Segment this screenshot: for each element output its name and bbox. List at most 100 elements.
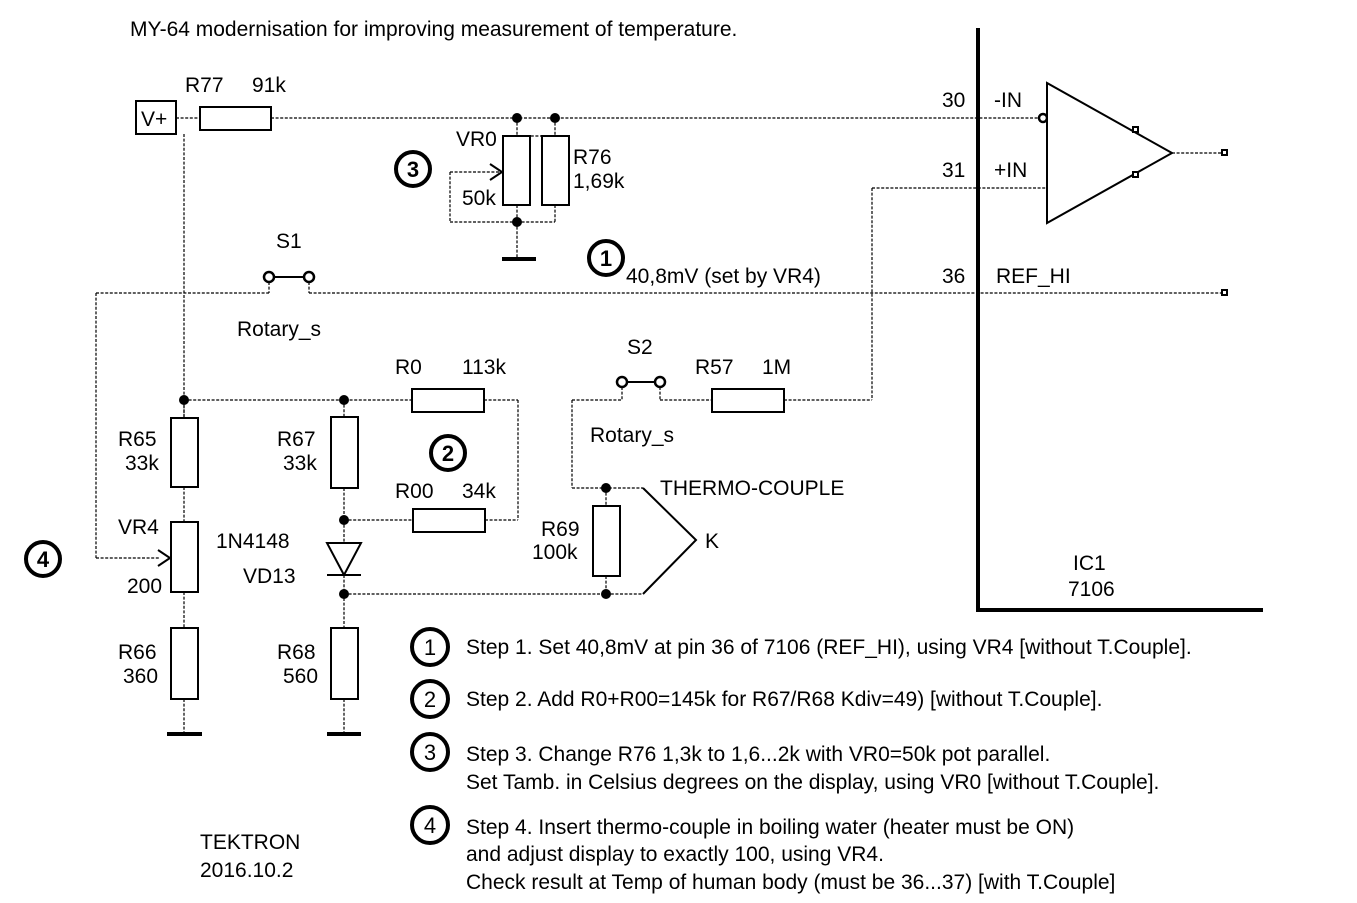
thermocouple-label: THERMO-COUPLE — [660, 477, 844, 500]
potentiometer-vr4 — [170, 521, 199, 593]
diagram-title: MY-64 modernisation for improving measur… — [130, 18, 737, 41]
r76-label: R76 — [573, 146, 612, 169]
step-number-circle — [410, 627, 450, 667]
step-marker-1 — [587, 239, 625, 277]
step-number-circle — [410, 679, 450, 719]
resistor-r66 — [170, 627, 199, 700]
step-marker-3 — [394, 150, 432, 188]
r0-value: 113k — [462, 356, 506, 379]
r69-label: R69 — [541, 518, 580, 541]
r57-label: R57 — [695, 356, 734, 379]
r77-value: 91k — [252, 74, 286, 97]
vr0-label: VR0 — [456, 128, 497, 151]
opamp-pin — [1132, 126, 1139, 133]
s2-label: S2 — [627, 336, 653, 359]
step-number-circle — [410, 732, 450, 772]
switch-s1-contact — [262, 270, 276, 284]
resistor-r67 — [330, 416, 359, 489]
resistor-r0 — [411, 388, 485, 413]
step-2-text: Step 2. Add R0+R00=145k for R67/R68 Kdiv… — [466, 688, 1102, 711]
r68-label: R68 — [277, 641, 316, 664]
r76-value: 1,69k — [573, 170, 625, 193]
resistor-r00 — [412, 508, 486, 533]
r68-value: 560 — [283, 665, 318, 688]
r57-value: 1M — [762, 356, 791, 379]
step-number-circle — [410, 805, 450, 845]
junction-dot — [339, 515, 349, 525]
step-number: 4 — [424, 813, 436, 838]
r67-label: R67 — [277, 428, 316, 451]
r00-value: 34k — [462, 480, 496, 503]
resistor-r65 — [170, 417, 199, 488]
marker-number: 1 — [600, 246, 612, 271]
pin30-number: 30 — [942, 89, 965, 112]
s2-type: Rotary_s — [590, 424, 674, 447]
ic-type: 7106 — [1068, 578, 1115, 601]
marker-number: 2 — [442, 441, 454, 466]
output-terminal — [1221, 149, 1228, 156]
wiper-arrow — [157, 549, 172, 567]
opamp-pin — [1132, 171, 1139, 178]
diode-vd13 — [325, 542, 363, 578]
step-3-text-line-1: Step 3. Change R76 1,3k to 1,6...2k with… — [466, 743, 1050, 766]
pin30-name: -IN — [994, 89, 1022, 112]
r00-label: R00 — [395, 480, 434, 503]
r65-value: 33k — [125, 452, 159, 475]
step-number: 1 — [424, 635, 436, 660]
resistor-r76 — [541, 135, 570, 206]
opamp-triangle — [1046, 81, 1175, 225]
step-number: 3 — [424, 740, 436, 765]
vplus-label: V+ — [141, 108, 167, 131]
pin31-name: +IN — [994, 159, 1027, 182]
r65-label: R65 — [118, 428, 157, 451]
step-number: 2 — [424, 687, 436, 712]
s1-type: Rotary_s — [237, 318, 321, 341]
step-list: 1 Step 1. Set 40,8mV at pin 36 of 7106 (… — [410, 627, 1192, 894]
resistor-r57 — [711, 388, 785, 413]
resistor-r77 — [199, 106, 272, 131]
resistor-r68 — [330, 627, 359, 700]
date: 2016.10.2 — [200, 859, 293, 882]
switch-s1-contact — [302, 270, 316, 284]
step-4-text-line-1: Step 4. Insert thermo-couple in boiling … — [466, 816, 1074, 839]
vr0-value: 50k — [462, 187, 496, 210]
pin36-number: 36 — [942, 265, 965, 288]
ref-hi-terminal — [1221, 289, 1228, 296]
author: TEKTRON — [200, 831, 300, 854]
junction-dot — [601, 589, 611, 599]
step-3-text-line-2: Set Tamb. in Celsius degrees on the disp… — [466, 771, 1159, 794]
r77-label: R77 — [185, 74, 224, 97]
vr4-label: VR4 — [118, 516, 159, 539]
resistor-r69 — [592, 505, 621, 577]
junction-dot — [512, 113, 522, 123]
step-4-text-line-3: Check result at Temp of human body (must… — [466, 871, 1115, 894]
step-marker-4 — [24, 540, 62, 578]
thermocouple-type: K — [705, 530, 719, 553]
potentiometer-vr0 — [502, 135, 531, 206]
r66-label: R66 — [118, 641, 157, 664]
pin31-number: 31 — [942, 159, 965, 182]
step-1-text: Step 1. Set 40,8mV at pin 36 of 7106 (RE… — [466, 636, 1192, 659]
thermocouple-junction — [642, 487, 698, 595]
diode-part: 1N4148 — [216, 530, 290, 553]
pin36-name: REF_HI — [996, 265, 1071, 288]
ref-voltage-note: 40,8mV (set by VR4) — [626, 265, 821, 288]
r67-value: 33k — [283, 452, 317, 475]
step-4-text-line-2: and adjust display to exactly 100, using… — [466, 843, 884, 866]
step-marker-2 — [429, 434, 467, 472]
marker-number: 4 — [37, 547, 50, 572]
marker-number: 3 — [407, 157, 419, 182]
switch-s2-contact — [653, 375, 667, 389]
r69-value: 100k — [532, 541, 578, 564]
junction-dot — [550, 113, 560, 123]
vr4-value: 200 — [127, 575, 162, 598]
diode-ref: VD13 — [243, 565, 296, 588]
wiper-arrow — [489, 163, 504, 181]
inverting-input-bubble — [1037, 112, 1049, 124]
s1-label: S1 — [276, 230, 302, 253]
r0-label: R0 — [395, 356, 422, 379]
ic-ref: IC1 — [1073, 552, 1106, 575]
switch-s2-contact — [615, 375, 629, 389]
